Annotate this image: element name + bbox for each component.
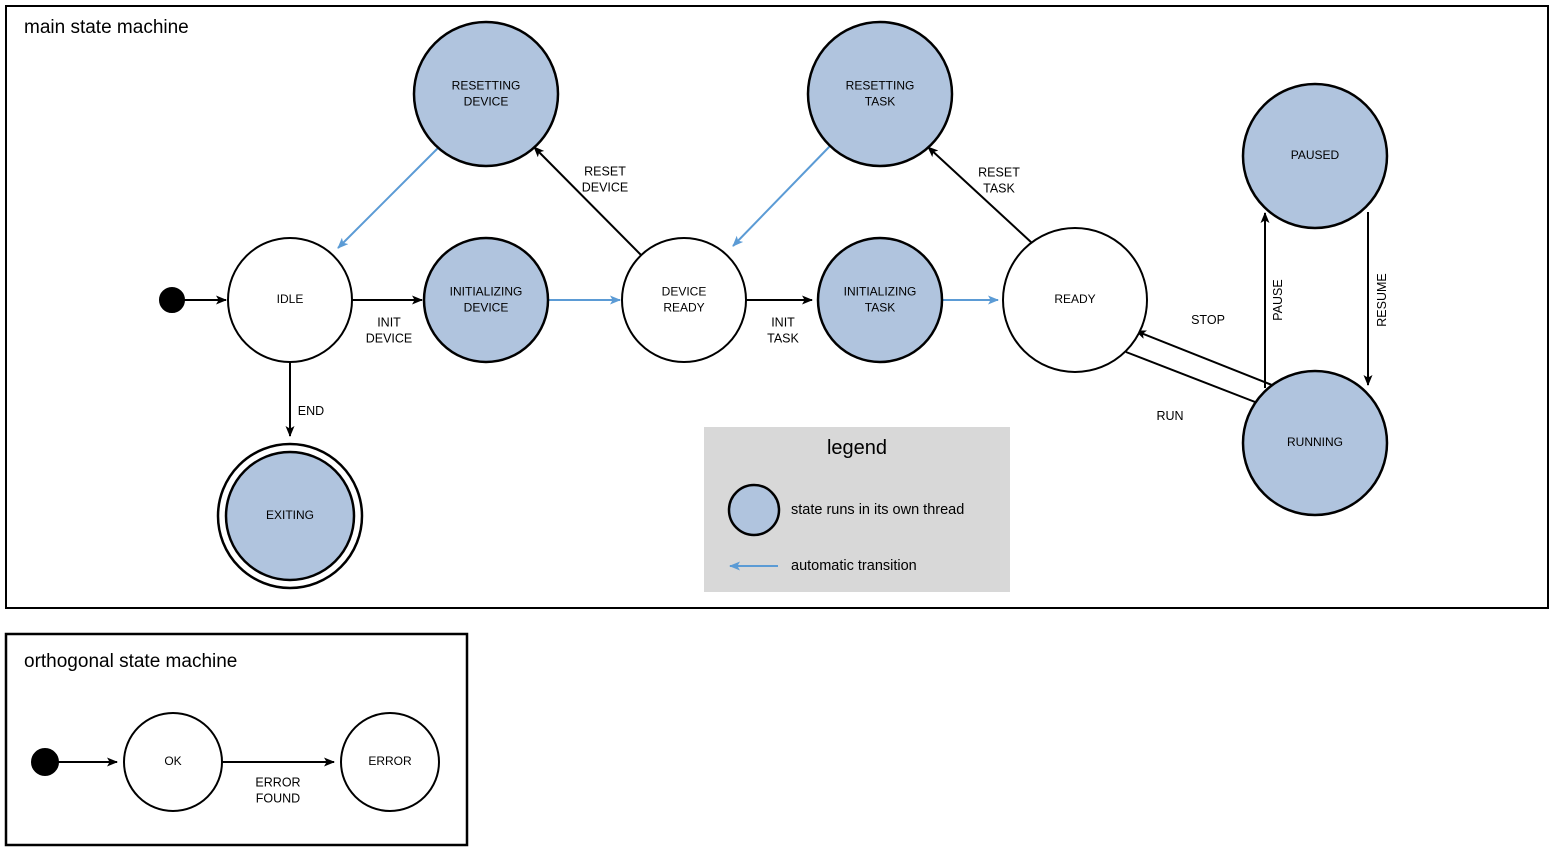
legend-title: legend (826, 437, 888, 459)
main-frame-title: main state machine (24, 17, 189, 38)
edge-label-init-device: INIT DEVICE (365, 315, 413, 345)
edge-label-reset-task: RESET TASK (978, 165, 1020, 195)
node-initializing-device[interactable] (422, 236, 550, 364)
node-running[interactable] (1241, 369, 1389, 517)
edge-label-run: RUN (1156, 409, 1184, 424)
edge-ready-to-resetting-task (927, 146, 1033, 244)
edge-label-end: END (297, 404, 325, 419)
edge-ready-to-running (1125, 351, 1269, 408)
legend-thread-label: state runs in its own thread (791, 502, 965, 518)
edge-label-reset-device: RESET DEVICE (581, 164, 629, 194)
edge-label-resume: RESUME (1375, 273, 1390, 327)
edge-label-stop: STOP (1191, 313, 1225, 328)
edge-label-init-task: INIT TASK (767, 315, 799, 345)
orthogonal-frame-title: orthogonal state machine (24, 651, 238, 672)
node-resetting-task[interactable] (806, 20, 954, 168)
node-resetting-device[interactable] (412, 20, 560, 168)
edge-running-to-ready (1135, 330, 1278, 388)
node-ok[interactable] (123, 712, 223, 812)
node-error[interactable] (340, 712, 440, 812)
edge-label-error-found: ERROR FOUND (255, 775, 301, 805)
node-paused[interactable] (1241, 82, 1389, 230)
edge-resetting-task-to-device-ready (732, 145, 831, 247)
node-initializing-task[interactable] (816, 236, 944, 364)
node-exiting[interactable] (216, 442, 364, 590)
edge-resetting-device-to-idle (337, 147, 439, 249)
legend-thread-swatch-icon (727, 483, 781, 537)
node-start-main[interactable] (159, 287, 185, 313)
node-start-ortho[interactable] (31, 748, 59, 776)
edge-device-ready-to-resetting-device (533, 146, 642, 256)
node-idle[interactable] (227, 237, 353, 363)
edge-label-pause: PAUSE (1271, 279, 1286, 321)
node-ready[interactable] (1002, 227, 1148, 373)
legend-auto-label: automatic transition (791, 558, 917, 574)
node-device-ready[interactable] (621, 237, 747, 363)
